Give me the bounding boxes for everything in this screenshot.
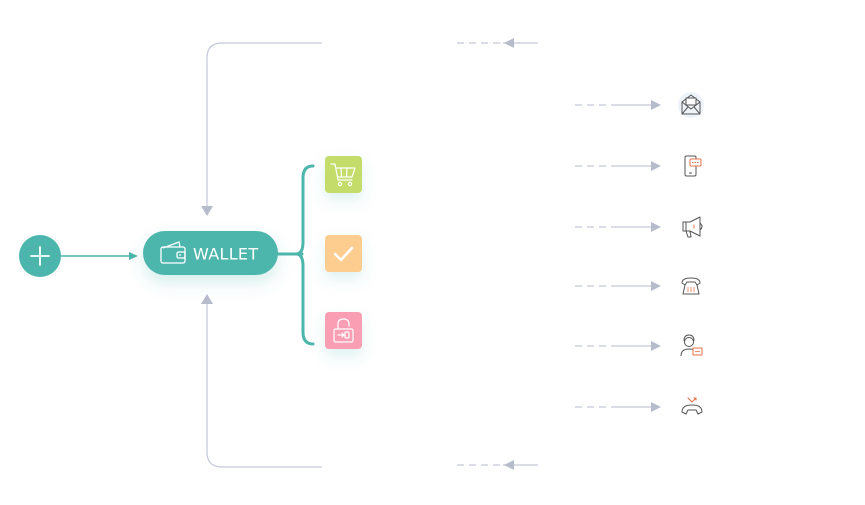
- shopping-cart-icon: [330, 163, 356, 187]
- channel-connector: [575, 100, 661, 110]
- wallet-label: WALLET: [193, 245, 258, 264]
- add-to-wallet-connector: [61, 252, 138, 260]
- checkmark-icon: [333, 246, 354, 262]
- telephone-icon: [681, 277, 701, 295]
- hang-up-icon: [681, 397, 703, 415]
- action-unlock[interactable]: [325, 312, 362, 349]
- top-return-connector: [201, 38, 538, 216]
- channel-connector: [575, 341, 661, 351]
- wallet-icon: [160, 241, 186, 264]
- bottom-return-connector: [201, 294, 538, 470]
- action-tile: [325, 235, 362, 272]
- action-tile: [325, 312, 362, 349]
- email-icon: [678, 92, 704, 118]
- channel-connectors: [575, 100, 661, 412]
- channel-connector: [575, 402, 661, 412]
- wallet-node[interactable]: WALLET: [143, 231, 278, 275]
- action-confirm[interactable]: [325, 235, 362, 272]
- megaphone-icon: [682, 216, 703, 238]
- channel-connector: [575, 222, 661, 232]
- add-button[interactable]: [19, 235, 61, 277]
- action-tile: [325, 156, 362, 193]
- plus-icon: [30, 246, 50, 266]
- action-buy[interactable]: [325, 156, 362, 193]
- unlock-icon: [333, 318, 354, 343]
- wallet-to-actions-connector: [276, 164, 315, 346]
- support-agent-icon: [680, 334, 703, 357]
- sms-phone-icon: [684, 155, 702, 177]
- channel-connector: [575, 281, 661, 291]
- channel-connector: [575, 161, 661, 171]
